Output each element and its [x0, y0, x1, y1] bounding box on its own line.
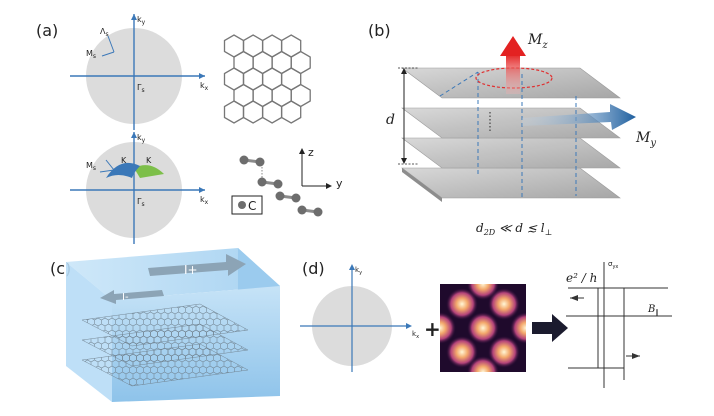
- panel-c-label: (c): [50, 259, 71, 278]
- panel-b-label: (b): [368, 21, 391, 40]
- density-pattern: [440, 284, 526, 372]
- graphene-hexagon: [280, 100, 302, 124]
- implication-arrow: [532, 314, 568, 342]
- sigma-yx-label: σyx: [608, 260, 618, 270]
- b-parallel-label: B∥: [647, 304, 659, 317]
- plus-sign: +: [424, 317, 441, 341]
- mz-label: Mz: [527, 32, 548, 51]
- kx-label-top: kx: [200, 81, 209, 92]
- k-label-left: K: [121, 156, 127, 165]
- carbon-legend-label: C: [248, 199, 256, 213]
- panel-a-label: (a): [36, 21, 58, 40]
- quantum-label: e² / h: [566, 271, 597, 285]
- my-label: My: [635, 130, 656, 149]
- hysteresis-plot: [566, 262, 672, 388]
- m-s-label-bottom: Ms: [86, 161, 96, 172]
- my-arrow: [522, 104, 636, 130]
- fermi-arc-blue: [106, 162, 140, 178]
- axis-z-label: z: [308, 146, 314, 159]
- kx-label-bottom: kx: [200, 195, 209, 206]
- density-spot: [488, 336, 520, 368]
- bulk-crystal-block: [66, 248, 280, 402]
- kspace-plot-bottom: Ms K K ky kx Γs: [70, 132, 209, 244]
- density-spot: [488, 288, 520, 320]
- m-s-label: Ms: [86, 49, 96, 60]
- axis-y-label: y: [336, 177, 343, 190]
- graphene-lattice: [223, 34, 311, 124]
- gamma-s-label-bottom: Γs: [137, 197, 145, 208]
- scale-condition: d2D ≪ d ≲ l⊥: [476, 221, 552, 237]
- lambda-s-label: Λs: [100, 27, 109, 38]
- density-spot: [446, 336, 478, 368]
- ky-label-d: ky: [355, 266, 362, 276]
- density-spot: [467, 284, 499, 300]
- graphene-hexagon: [223, 100, 245, 124]
- carbon-legend: C: [231, 195, 263, 215]
- panel-d-label: (d): [302, 259, 325, 278]
- current-minus-label: I-: [122, 292, 129, 303]
- density-spot: [510, 312, 526, 344]
- ky-label-top: ky: [137, 15, 146, 26]
- ky-label-bottom: ky: [137, 133, 146, 144]
- fermi-arc-green: [134, 165, 164, 178]
- graphene-hexagon: [242, 100, 264, 124]
- graphene-hexagon: [261, 100, 283, 124]
- current-plus-label: I+: [184, 263, 198, 277]
- gamma-s-label-top: Γs: [137, 83, 145, 94]
- layer-stack: [398, 36, 636, 202]
- current-plus-arrow: [148, 254, 246, 276]
- density-spot: [467, 312, 499, 344]
- current-minus-arrow: [100, 290, 164, 304]
- density-spot: [440, 312, 456, 344]
- density-spot: [446, 288, 478, 320]
- mz-arrow: [500, 36, 526, 56]
- zy-axes: z y: [299, 146, 343, 190]
- layer-spacing-d: d: [386, 112, 395, 128]
- kspace-plot-d: ky kx: [300, 264, 419, 372]
- carbon-stacking: [239, 155, 323, 217]
- kspace-plot-top: Λs Ms ky kx Γs: [70, 14, 209, 130]
- kx-label-d: kx: [412, 330, 419, 340]
- density-spot: [467, 356, 499, 372]
- k-label-right: K: [146, 156, 152, 165]
